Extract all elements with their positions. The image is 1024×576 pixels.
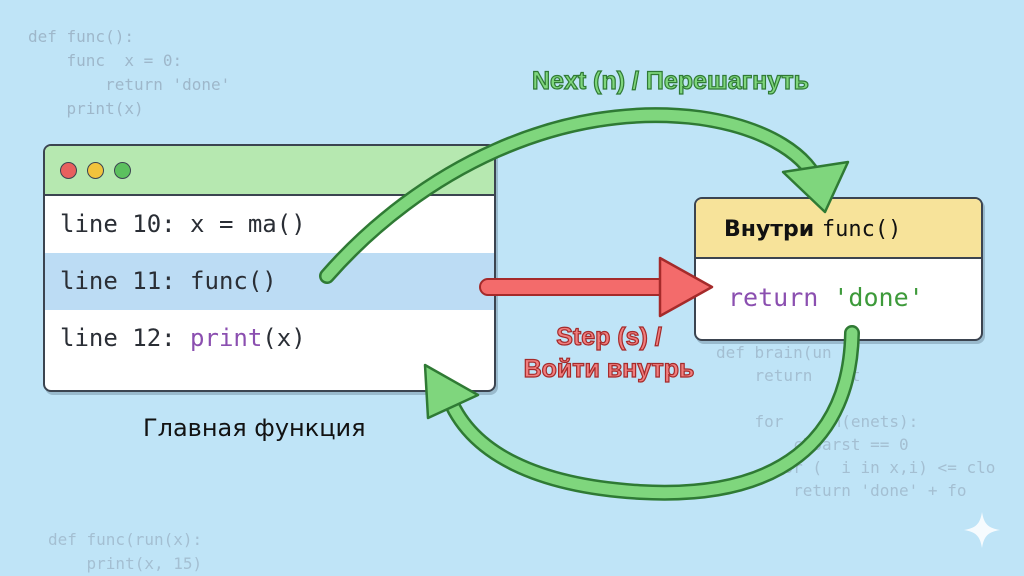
code-line-12-prefix: line 12: [60,324,191,352]
return-value: 'done' [833,283,924,312]
step-arrowhead-icon [658,256,714,318]
code-line-10: line 10: x = ma() [45,196,494,253]
step-into-label-line2: Войти внутрь [523,354,695,383]
code-line-12-rest: (x) [262,324,306,352]
return-keyword: return [728,283,834,312]
code-line-12: line 12: print(x) [45,310,494,367]
step-into-label-line1: Step (s) / [556,322,663,351]
return-arrow [423,325,860,501]
code-line-11-current: line 11: func() [45,253,494,310]
next-arrowhead-icon [781,160,850,214]
func-box-header: Внутри func() [696,199,981,259]
maximize-dot-icon [114,162,131,179]
close-dot-icon [60,162,77,179]
minimize-dot-icon [87,162,104,179]
step-into-label: Step (s) / Войти внутрь [512,321,706,385]
return-arrowhead-icon [423,363,480,420]
func-box-title-prefix: Внутри [724,217,822,242]
func-box-title-code: func() [821,217,902,242]
code-line-12-keyword: print [190,324,263,352]
background-code-bottom-left: def func(run(x): print(x, 15) [48,530,203,573]
step-arrow [479,256,714,318]
code-line-10-text: line 10: x = ma() [60,210,306,238]
next-arrow [319,107,850,284]
next-step-over-label: Next (n) / Перешагнуть [531,66,810,95]
background-code-top-left: def func(): func x = 0: return 'done' pr… [28,27,231,118]
func-box-body: return 'done' [696,259,981,339]
code-line-11-call: func() [190,267,277,295]
code-line-11-prefix: line 11: [60,267,191,295]
inside-func-box: Внутри func() return 'done' [694,197,983,341]
sparkle-icon [964,512,1000,548]
background-code-middle-right: def brain(un ): return t for in(enets): … [716,343,996,500]
main-function-label: Главная функция [143,414,366,442]
